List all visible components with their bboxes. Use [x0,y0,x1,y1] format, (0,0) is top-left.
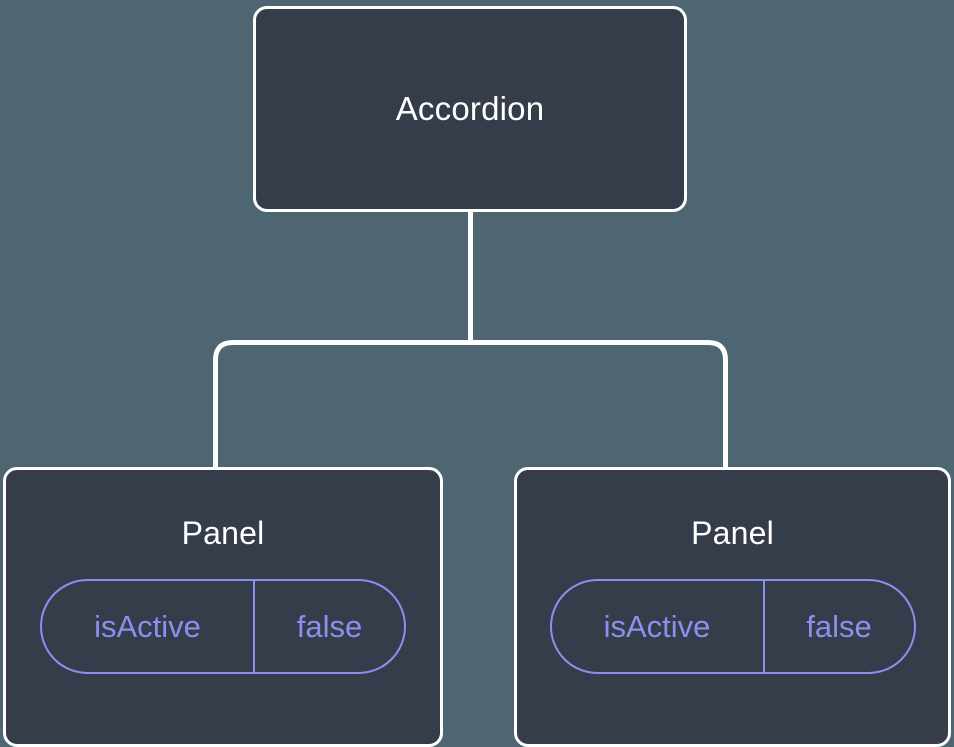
tree-node-panel-1[interactable]: Panel isActive false [514,467,951,747]
prop-badge[interactable]: isActive false [40,579,406,675]
connector-branch-right [470,340,728,470]
prop-key: isActive [42,581,255,673]
prop-key: isActive [552,581,765,673]
prop-badge[interactable]: isActive false [549,579,916,675]
prop-value: false [296,609,363,645]
node-title: Panel [691,515,774,551]
prop-value: false [806,609,872,645]
tree-node-panel-0[interactable]: Panel isActive false [3,467,443,747]
tree-node-accordion[interactable]: Accordion [253,6,687,212]
node-title: Panel [181,515,265,551]
connector-branch-left [213,340,471,470]
node-title: Accordion [395,89,545,127]
